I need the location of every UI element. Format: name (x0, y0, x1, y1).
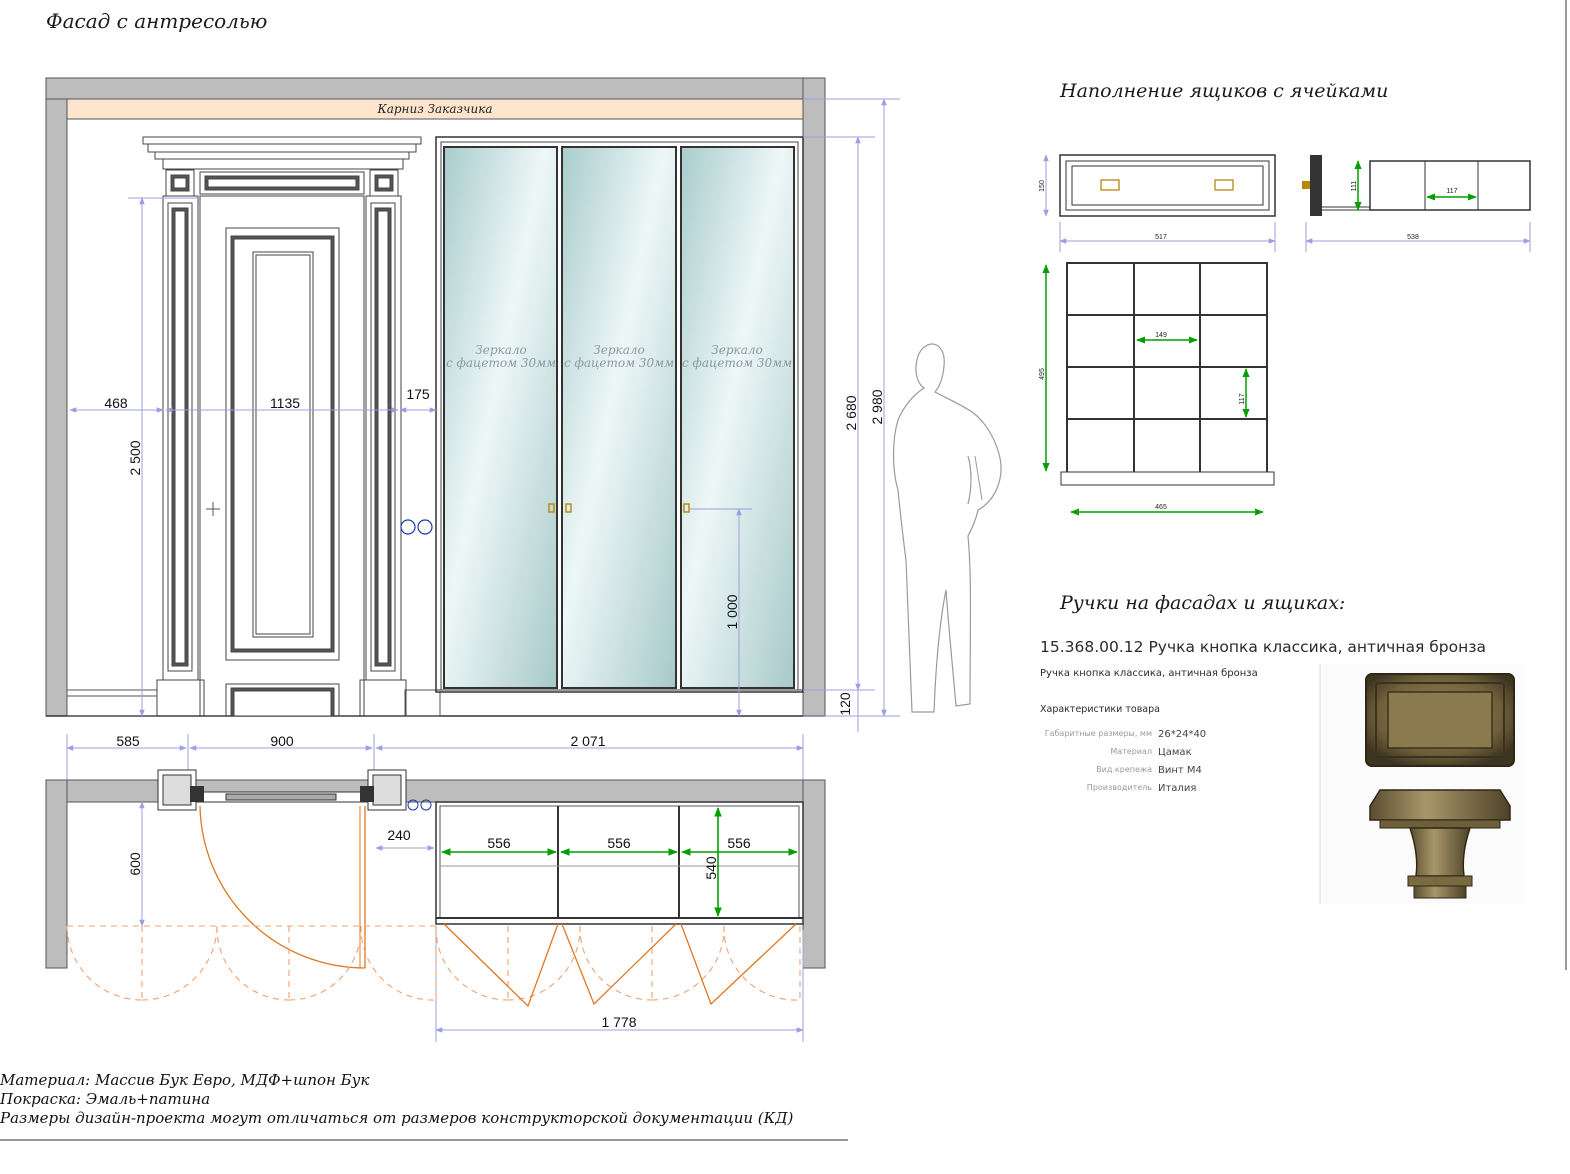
mirror-handle (548, 503, 555, 513)
switch-symbol (400, 519, 416, 535)
product-subheading: Ручка кнопка классика, античная бронза (1040, 668, 1258, 679)
drawer-grid-top-view (1060, 262, 1275, 486)
dim-gap: 240 (387, 827, 411, 843)
dim-cell-side: 117 (1446, 188, 1457, 195)
wall-left (45, 77, 68, 717)
bronze-knob-side-view (1369, 789, 1511, 899)
facade-elevation: Карниз Заказчика (45, 77, 1002, 732)
spec-key-1: Габаритные размеры, мм (1045, 729, 1152, 738)
dim-doors-span: 1 778 (601, 1014, 636, 1030)
dim-side-length: 538 (1407, 234, 1419, 241)
dim-total-height: 2 980 (869, 389, 885, 424)
drawers-title: Наполнение ящиков с ячейками (1059, 80, 1388, 102)
mirror-label-3a: Зеркало (711, 343, 762, 357)
handles-title: Ручки на фасадах и ящиках: (1059, 592, 1345, 614)
dim-handle-height: 1 000 (724, 594, 740, 629)
dim-front-height: 150 (1039, 180, 1046, 192)
dim-inner-depth: 540 (703, 856, 719, 880)
spec-value-1: 26*24*40 (1158, 729, 1206, 740)
mirrored-wardrobe: Зеркало с фацетом 30мм Зеркало с фацетом… (435, 136, 804, 693)
dim-front-width: 517 (1155, 234, 1167, 241)
drawer-side-view (1302, 155, 1531, 216)
drawer-front-view (1059, 154, 1276, 217)
dim-section-3: 556 (727, 835, 751, 851)
note-disclaimer: Размеры дизайн-проекта могут отличаться … (0, 1109, 793, 1127)
bronze-knob-top-view (1365, 673, 1515, 767)
dim-grid-height: 495 (1039, 368, 1046, 380)
dim-plan-door: 900 (270, 733, 294, 749)
dim-depth: 600 (127, 852, 143, 876)
dim-cell-height: 117 (1239, 393, 1246, 404)
dim-right-gap: 175 (406, 386, 430, 402)
drawer-handle-left (1100, 179, 1120, 191)
drawer-dimensions (1042, 154, 1531, 516)
dim-side-height: 111 (1351, 181, 1358, 192)
dim-section-2: 556 (607, 835, 631, 851)
dim-plan-left: 585 (116, 733, 140, 749)
facade-dimensions (69, 98, 900, 732)
plan-wall-left (45, 779, 68, 969)
door-swing-arc (199, 805, 366, 969)
mirror-label-1a: Зеркало (475, 343, 526, 357)
plan-wall-right (802, 779, 826, 969)
facade-title: Фасад с антресолью (46, 9, 267, 33)
dim-cabinet-height: 2 680 (843, 395, 859, 430)
dim-plinth: 120 (837, 692, 853, 716)
dim-plan-cabinet: 2 071 (570, 733, 605, 749)
wall-right (802, 77, 826, 717)
plan-cabinet (435, 801, 804, 925)
notes-block: Материал: Массив Бук Евро, МДФ+шпон Бук … (0, 1071, 848, 1141)
wall-top (45, 77, 826, 100)
spec-key-3: Вид крепежа (1096, 765, 1152, 774)
dim-cell-width: 149 (1155, 332, 1167, 339)
human-figure-silhouette (892, 343, 1002, 713)
dashed-swing-arcs (66, 925, 801, 1001)
dim-grid-width: 465 (1155, 504, 1167, 511)
dim-door-height: 2 500 (127, 440, 143, 475)
mirror-label-2a: Зеркало (593, 343, 644, 357)
note-material: Материал: Массив Бук Евро, МДФ+шпон Бук (0, 1071, 369, 1089)
spec-value-2: Цамак (1158, 747, 1192, 758)
product-heading: 15.368.00.12 Ручка кнопка классика, анти… (1040, 638, 1486, 656)
mirror-label-1b: с фацетом 30мм (446, 356, 556, 370)
mirror-panel-1 (443, 146, 558, 689)
spec-value-3: Винт М4 (1158, 765, 1202, 776)
spec-value-4: Италия (1158, 783, 1196, 794)
door-portal (142, 136, 422, 717)
cornice (66, 98, 804, 120)
spec-key-4: Производитель (1087, 783, 1152, 792)
dim-left-gap: 468 (104, 395, 128, 411)
folding-door-lines (443, 923, 797, 1008)
dim-section-1: 556 (487, 835, 511, 851)
note-paint: Покраска: Эмаль+патина (0, 1090, 210, 1108)
mirror-label-2b: с фацетом 30мм (564, 356, 674, 370)
spec-key-2: Материал (1110, 747, 1152, 756)
handle-product-card: 15.368.00.12 Ручка кнопка классика, анти… (1040, 638, 1524, 904)
plan-view: 585 900 2 071 (45, 733, 826, 1042)
spec-title: Характеристики товара (1040, 704, 1160, 715)
drawer-handle-right (1214, 179, 1234, 191)
mirror-panel-2 (561, 146, 677, 689)
dim-door-width: 1135 (270, 395, 300, 411)
cornice-label: Карниз Заказчика (376, 102, 492, 116)
mirror-label-3b: с фацетом 30мм (682, 356, 792, 370)
